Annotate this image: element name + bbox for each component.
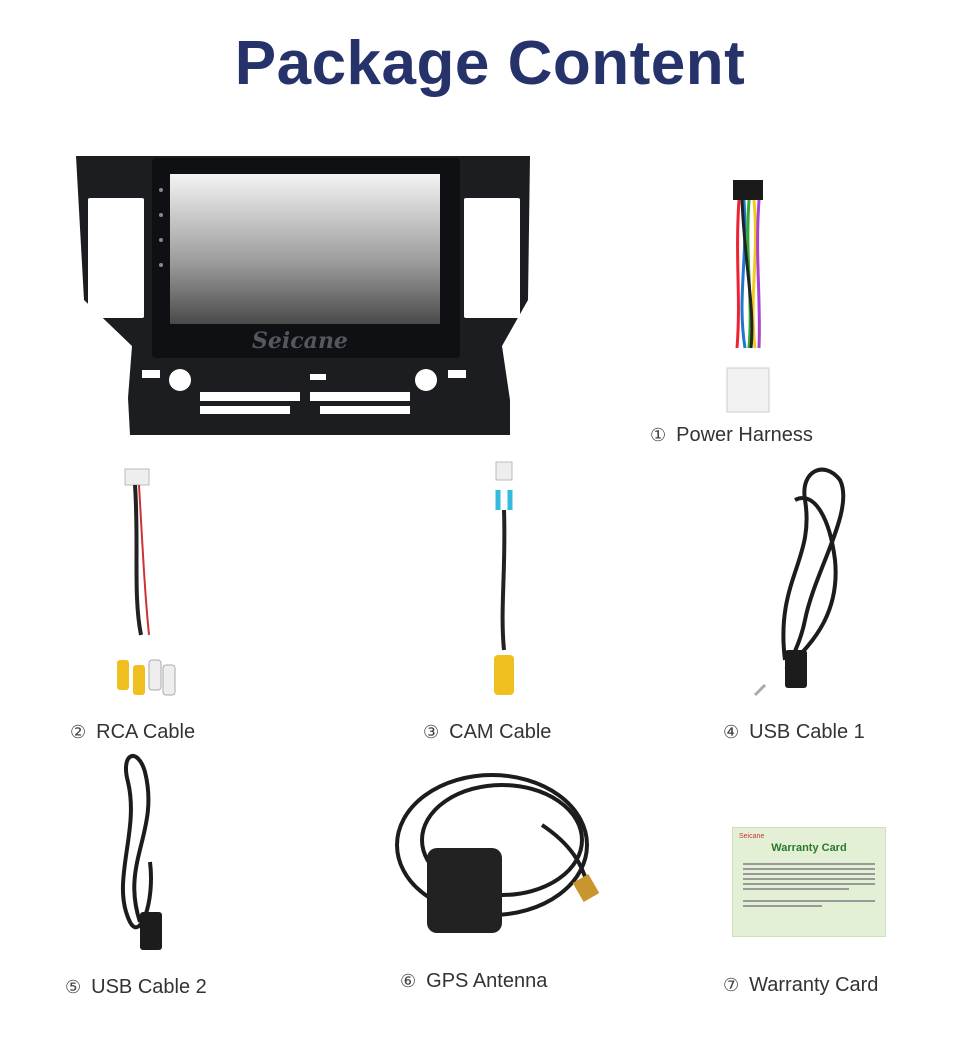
cam-cable-image xyxy=(494,461,514,695)
svg-text:Seicane: Seicane xyxy=(252,328,348,354)
warranty-card-brand: Seicane xyxy=(739,833,765,840)
gps-antenna-image xyxy=(395,773,600,933)
usb-cable-2-image xyxy=(121,754,162,950)
warranty-card-heading: Warranty Card xyxy=(771,842,847,854)
warranty-card-image: Seicane Warranty Card xyxy=(732,827,886,937)
page-title: Package Content xyxy=(234,29,746,98)
head-unit-image: Seicane xyxy=(76,156,530,435)
warranty-card-text-lines xyxy=(743,860,875,910)
rca-cable-image xyxy=(117,468,176,696)
usb-cable-1-image xyxy=(753,467,846,697)
power-harness-image xyxy=(726,180,770,413)
